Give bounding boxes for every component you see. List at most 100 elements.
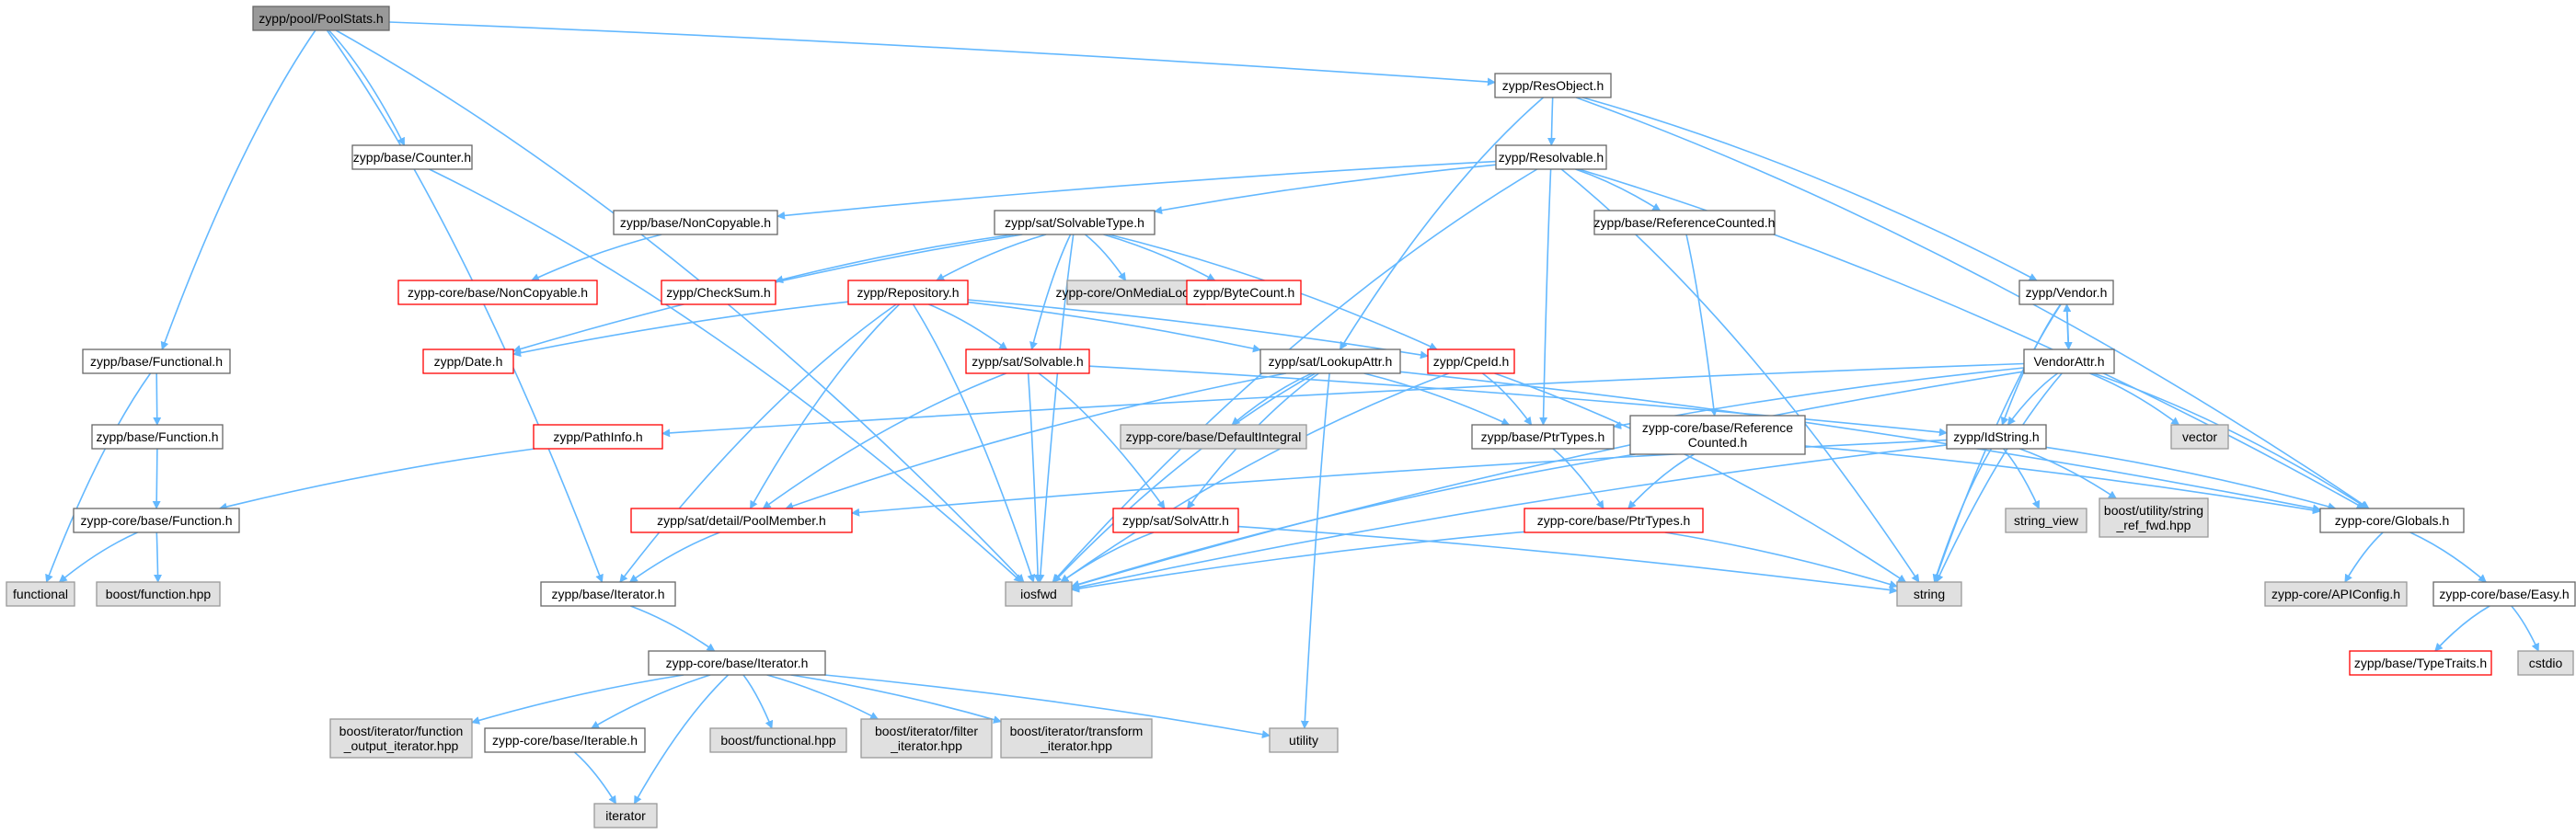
file-node[interactable]: zypp/Repository.h [847,280,969,305]
node-box [2099,497,2209,538]
edge-n19-to-n33 [2093,372,2369,509]
node-label: VendorAttr.h [2033,354,2104,369]
file-node[interactable]: zypp/base/PtrTypes.h [1471,424,1615,450]
file-node[interactable]: zypp/base/ReferenceCounted.h [1593,210,1776,235]
node-box [1524,508,1704,533]
file-node[interactable]: functional [6,581,75,607]
file-node[interactable]: boost/function.hpp [96,581,221,607]
file-node[interactable]: string [1896,581,1962,607]
file-node[interactable]: zypp/Date.h [422,348,514,374]
file-node[interactable]: cstdio [2517,650,2574,676]
node-label: zypp/sat/Solvable.h [972,354,1083,369]
edge-n41-to-n46 [742,674,774,729]
file-node[interactable]: boost/utility/string_ref_fwd.hpp [2099,497,2209,538]
file-node[interactable]: iosfwd [1005,581,1073,607]
node-label: zypp/CpeId.h [1433,354,1510,369]
node-box [965,348,1090,374]
file-node[interactable]: zypp-core/base/PtrTypes.h [1524,508,1704,533]
file-node[interactable]: zypp/sat/SolvAttr.h [1112,508,1239,533]
file-node[interactable]: zypp/base/Functional.h [82,348,231,374]
edge-n17-to-n28 [785,372,1287,510]
edge-n19-to-n26 [2089,372,2180,426]
root-file-node[interactable]: zypp/pool/PoolStats.h [252,6,390,31]
file-node[interactable]: zypp/sat/SolvableType.h [994,210,1156,235]
edge-n4-to-n6 [1154,164,1497,215]
edge-n10-to-n18 [967,299,1429,360]
edge-n19-to-n37 [1071,371,2025,588]
edges-layer [45,21,2539,805]
node-label: boost/iterator/transform [1010,724,1144,738]
file-node[interactable]: zypp-core/Globals.h [2319,508,2465,533]
file-node[interactable]: boost/iterator/function_output_iterator.… [329,718,473,759]
file-node[interactable]: zypp/IdString.h [1946,424,2047,450]
file-node[interactable]: zypp/CheckSum.h [661,280,776,305]
file-node[interactable]: zypp/base/Iterator.h [540,581,676,607]
file-node[interactable]: zypp-core/base/Iterable.h [484,727,646,753]
file-node[interactable]: zypp/sat/LookupAttr.h [1259,348,1401,374]
edge-n4-to-n33 [1578,168,2365,509]
file-node[interactable]: zypp-core/base/Function.h [73,508,240,533]
edge-n2-to-n17 [1339,97,1545,350]
file-node[interactable]: zypp/ByteCount.h [1186,280,1302,305]
file-node[interactable]: zypp/sat/detail/PoolMember.h [630,508,853,533]
edge-n41-to-n47 [766,674,879,720]
file-node[interactable]: zypp/CpeId.h [1427,348,1515,374]
file-node[interactable]: boost/iterator/filter_iterator.hpp [860,718,993,759]
file-node[interactable]: boost/functional.hpp [709,727,847,753]
file-node[interactable]: utility [1269,727,1339,753]
node-label: zypp-core/base/Function.h [81,513,233,528]
file-node[interactable]: VendorAttr.h [2023,348,2115,374]
edge-n1-to-n36 [326,29,604,583]
file-node[interactable]: zypp/sat/Solvable.h [965,348,1090,374]
edge-n41-to-n44 [471,674,684,725]
file-node[interactable]: zypp-core/base/DefaultIntegral [1120,424,1307,450]
node-box [2319,508,2465,533]
file-node[interactable]: zypp-core/base/NonCopyable.h [397,280,598,305]
file-node[interactable]: zypp-core/base/ReferenceCounted.h [1629,415,1806,455]
nodes-layer: zypp/pool/PoolStats.h zypp/ResObject.h zyp… [6,6,2576,828]
edge-n18-to-n23 [1481,372,1533,426]
file-node[interactable]: zypp-core/base/Iterator.h [648,650,826,676]
node-label: _output_iterator.hpp [343,738,459,753]
node-label: zypp-core/base/PtrTypes.h [1537,513,1691,528]
edge-n10-to-n15 [512,301,849,358]
node-box [1427,348,1515,374]
file-node[interactable]: zypp-core/APIConfig.h [2264,581,2408,607]
file-node[interactable]: zypp/base/Counter.h [351,144,473,170]
node-label: vector [2182,429,2217,444]
file-node[interactable]: iterator [593,803,658,828]
file-node[interactable]: zypp/PathInfo.h [533,424,663,450]
file-node[interactable]: vector [2170,424,2229,450]
node-label: boost/iterator/function [339,724,464,738]
file-node[interactable]: zypp-core/base/Easy.h [2432,581,2576,607]
node-label: zypp-core/base/NonCopyable.h [408,285,588,300]
edge-n24-to-n30 [1627,453,1695,509]
edge-n17-to-n23 [1363,372,1511,426]
file-node[interactable]: zypp/base/NonCopyable.h [613,210,778,235]
edge-n22-to-n27 [218,448,535,511]
node-label: zypp-core/base/DefaultIntegral [1126,429,1302,444]
edge-n16-to-n25 [1088,365,1948,437]
file-node[interactable]: zypp/ResObject.h [1494,73,1612,98]
file-node[interactable]: zypp/base/Function.h [91,424,224,450]
file-node[interactable]: boost/iterator/transform_iterator.hpp [1000,718,1153,759]
edge-n7-to-n24 [1685,234,1719,417]
edge-n27-to-n34 [58,531,138,583]
file-node[interactable]: zypp/Vendor.h [2018,280,2114,305]
node-box [1471,424,1615,450]
file-node[interactable]: zypp/base/TypeTraits.h [2349,650,2492,676]
node-label: zypp/base/Function.h [96,429,218,444]
node-box [422,348,514,374]
file-node[interactable]: string_view [2005,508,2087,533]
edge-n10-to-n28 [749,303,901,509]
edge-n41-to-n48 [790,674,1002,724]
file-node[interactable]: zypp/Resolvable.h [1495,144,1607,170]
edge-n27-to-n35 [154,531,163,583]
edge-n29-to-n38 [1237,525,1898,595]
edge-n10-to-n37 [912,303,1036,583]
node-box [397,280,598,305]
node-box [252,6,390,31]
file-node[interactable]: zypp-core/OnMediaLocation [1055,280,1217,305]
node-box [540,581,676,607]
edge-n16-to-n28 [762,372,1006,509]
